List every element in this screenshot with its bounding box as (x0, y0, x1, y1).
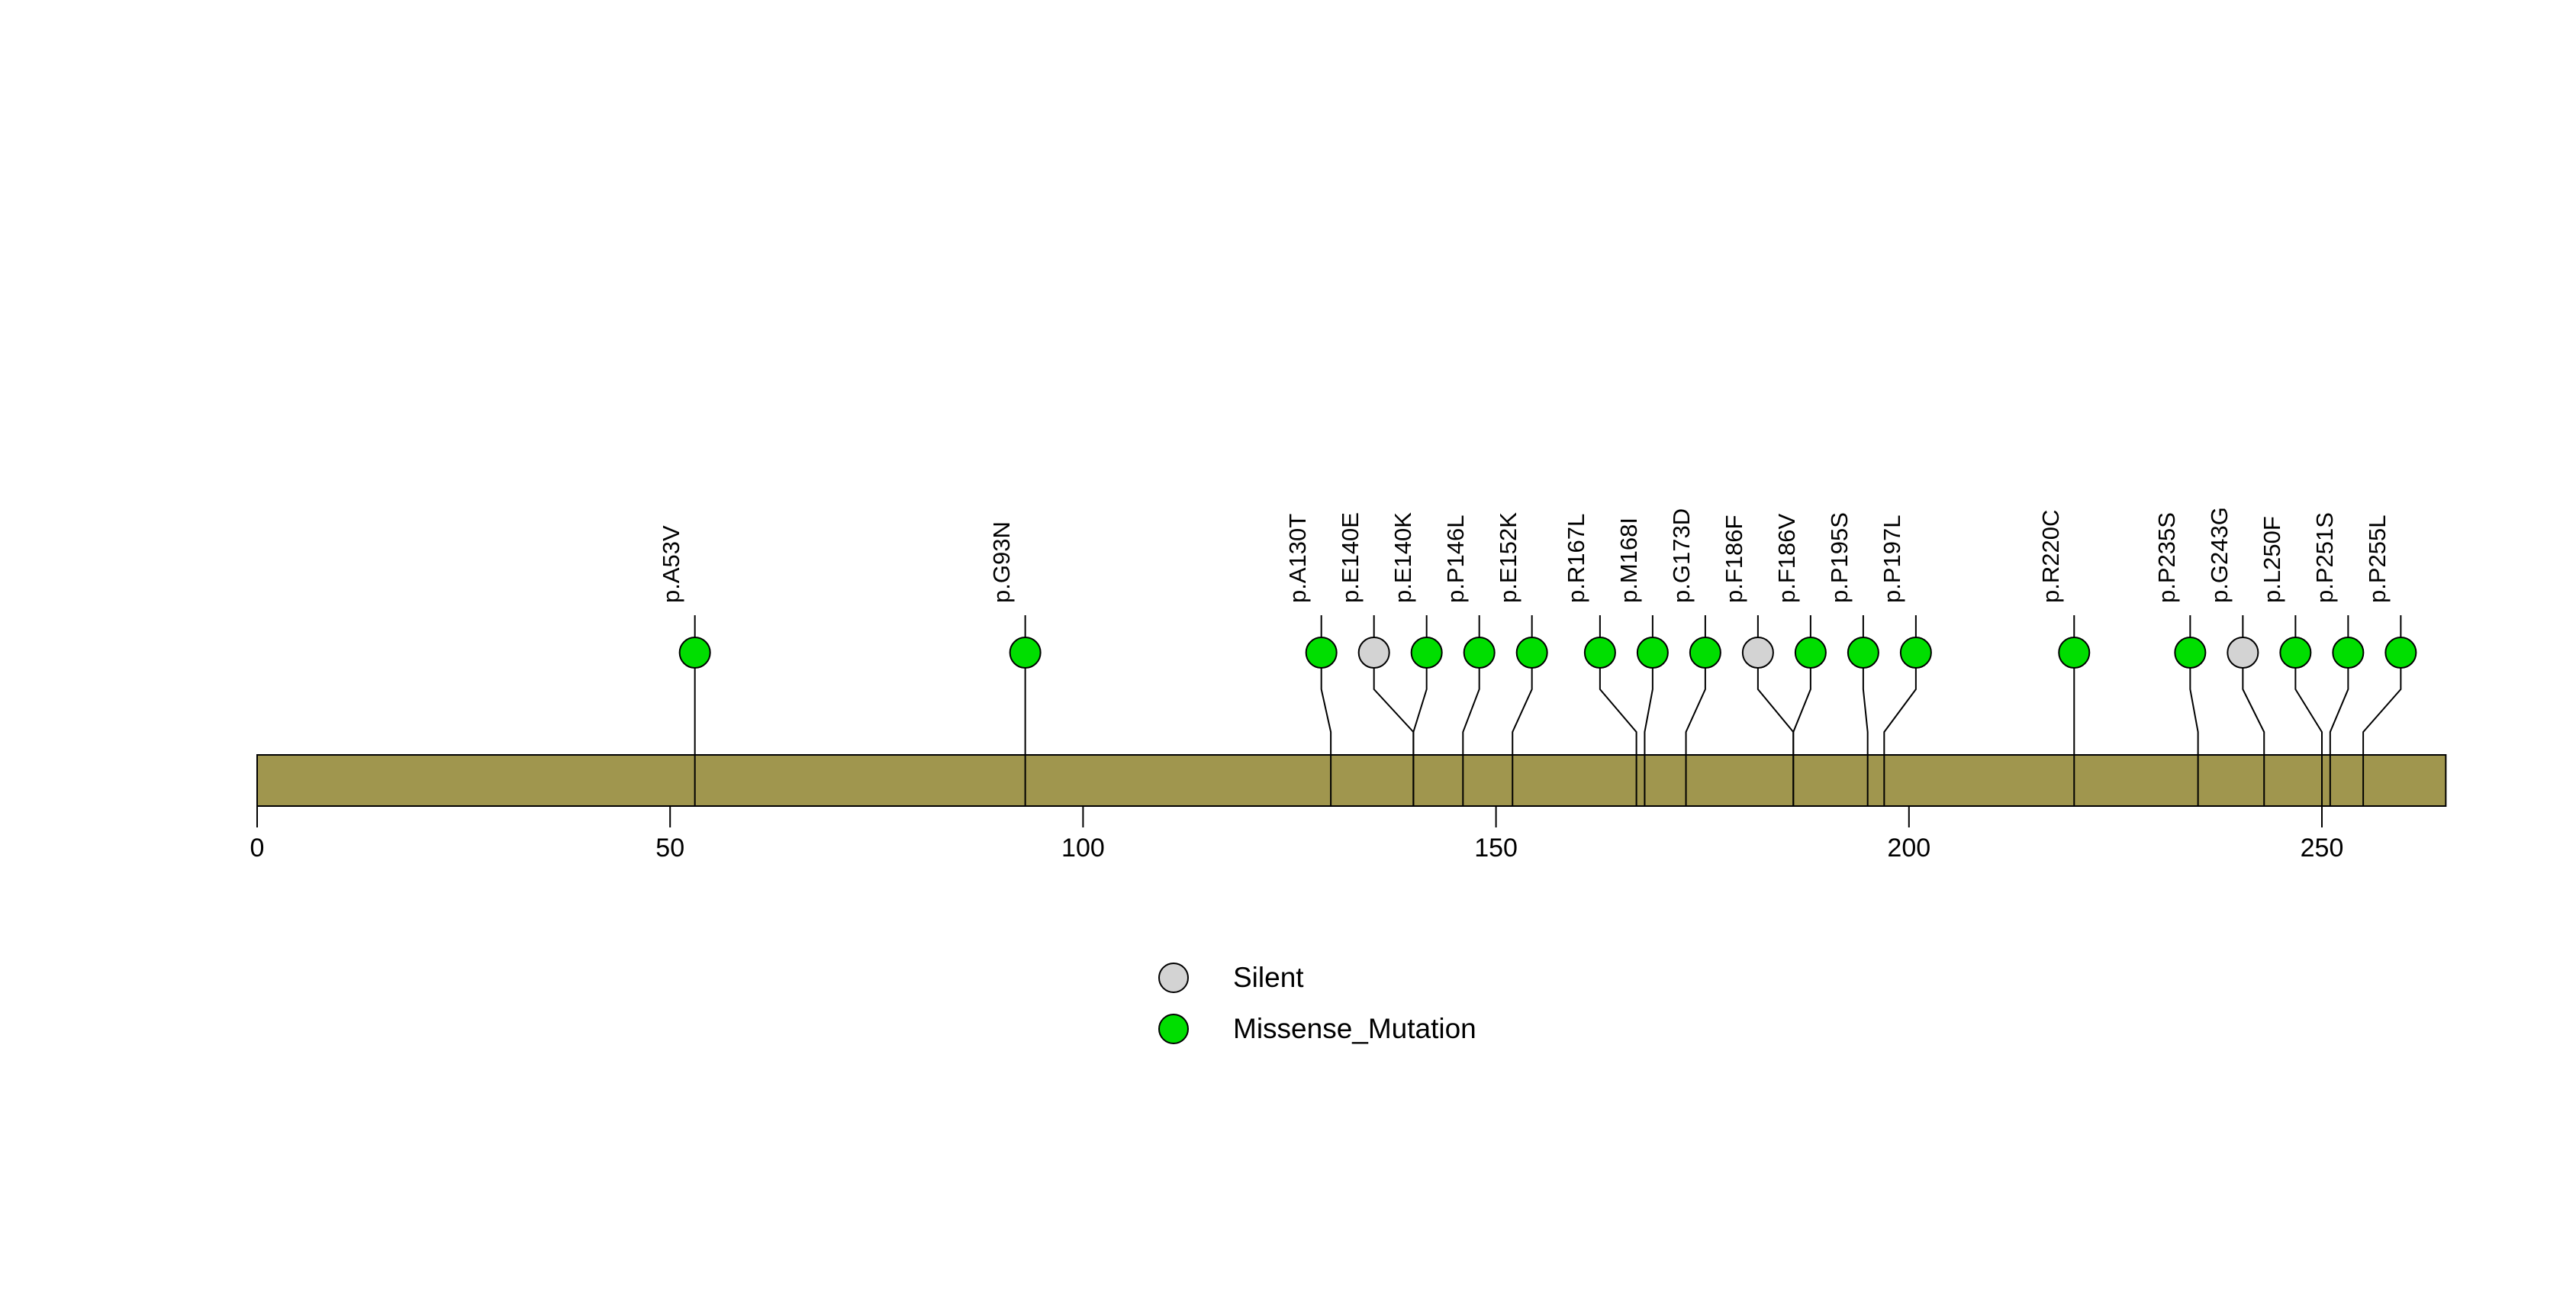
legend-swatch-missense-icon (1158, 1014, 1189, 1044)
mutation-marker-p.P146L (1463, 637, 1496, 669)
legend-label-silent: Silent (1233, 962, 1304, 993)
mutation-marker-p.L250F (2279, 637, 2312, 669)
mutation-label-p.G243G: p.G243G (2205, 507, 2233, 603)
mutation-label-p.E140E: p.E140E (1337, 512, 1364, 603)
axis-tick-label: 250 (2301, 834, 2344, 863)
protein-bar (256, 754, 2447, 807)
axis-tick-label: 150 (1474, 834, 1518, 863)
mutation-label-p.G93N: p.G93N (988, 521, 1016, 603)
axis-tick-label: 50 (655, 834, 684, 863)
legend-swatch-silent-icon (1158, 963, 1189, 993)
mutation-label-p.R220C: p.R220C (2037, 509, 2064, 603)
mutation-marker-p.P195S (1847, 637, 1879, 669)
mutation-marker-p.F186F (1741, 637, 1774, 669)
mutation-label-p.M168I: p.M168I (1615, 517, 1643, 603)
mutation-marker-p.R220C (2058, 637, 2091, 669)
mutation-marker-p.G173D (1689, 637, 1721, 669)
mutation-marker-p.G243G (2227, 637, 2259, 669)
legend-label-missense: Missense_Mutation (1233, 1013, 1476, 1044)
mutation-marker-p.E152K (1515, 637, 1548, 669)
mutation-label-p.P197L: p.P197L (1879, 514, 1906, 604)
mutation-label-p.R167L: p.R167L (1563, 513, 1590, 603)
mutation-label-p.E140K: p.E140K (1389, 512, 1417, 603)
mutation-marker-p.P197L (1899, 637, 1932, 669)
axis-tick-label: 100 (1061, 834, 1105, 863)
mutation-marker-p.P251S (2332, 637, 2365, 669)
axis-tick-label: 200 (1887, 834, 1930, 863)
axis-tick-label: 0 (250, 834, 265, 863)
mutation-marker-p.A130T (1305, 637, 1338, 669)
mutation-label-p.E152K: p.E152K (1495, 512, 1522, 603)
mutation-marker-p.E140E (1357, 637, 1390, 669)
mutation-label-p.F186F: p.F186F (1721, 514, 1748, 603)
mutation-label-p.G173D: p.G173D (1668, 508, 1695, 603)
legend-item-missense: Missense_Mutation (1158, 1014, 1476, 1044)
mutation-label-p.A53V: p.A53V (658, 525, 685, 603)
mutation-marker-p.F186V (1794, 637, 1827, 669)
mutation-marker-p.R167L (1583, 637, 1616, 669)
mutation-label-p.F186V: p.F186V (1773, 513, 1801, 603)
mutation-label-p.L250F: p.L250F (2258, 516, 2285, 603)
mutation-label-p.A130T: p.A130T (1284, 513, 1312, 603)
mutation-label-p.P255L: p.P255L (2363, 514, 2391, 604)
mutation-label-p.P195S: p.P195S (1826, 512, 1853, 603)
mutation-label-p.P146L: p.P146L (1442, 514, 1470, 604)
mutation-marker-p.M168I (1636, 637, 1669, 669)
mutation-label-p.P251S: p.P251S (2310, 512, 2338, 603)
legend-item-silent: Silent (1158, 963, 1304, 993)
mutation-label-p.P235S: p.P235S (2153, 512, 2180, 603)
mutation-marker-p.A53V (678, 637, 711, 669)
mutation-marker-p.P235S (2174, 637, 2207, 669)
mutation-marker-p.G93N (1009, 637, 1042, 669)
mutation-marker-p.P255L (2384, 637, 2417, 669)
mutation-marker-p.E140K (1410, 637, 1443, 669)
